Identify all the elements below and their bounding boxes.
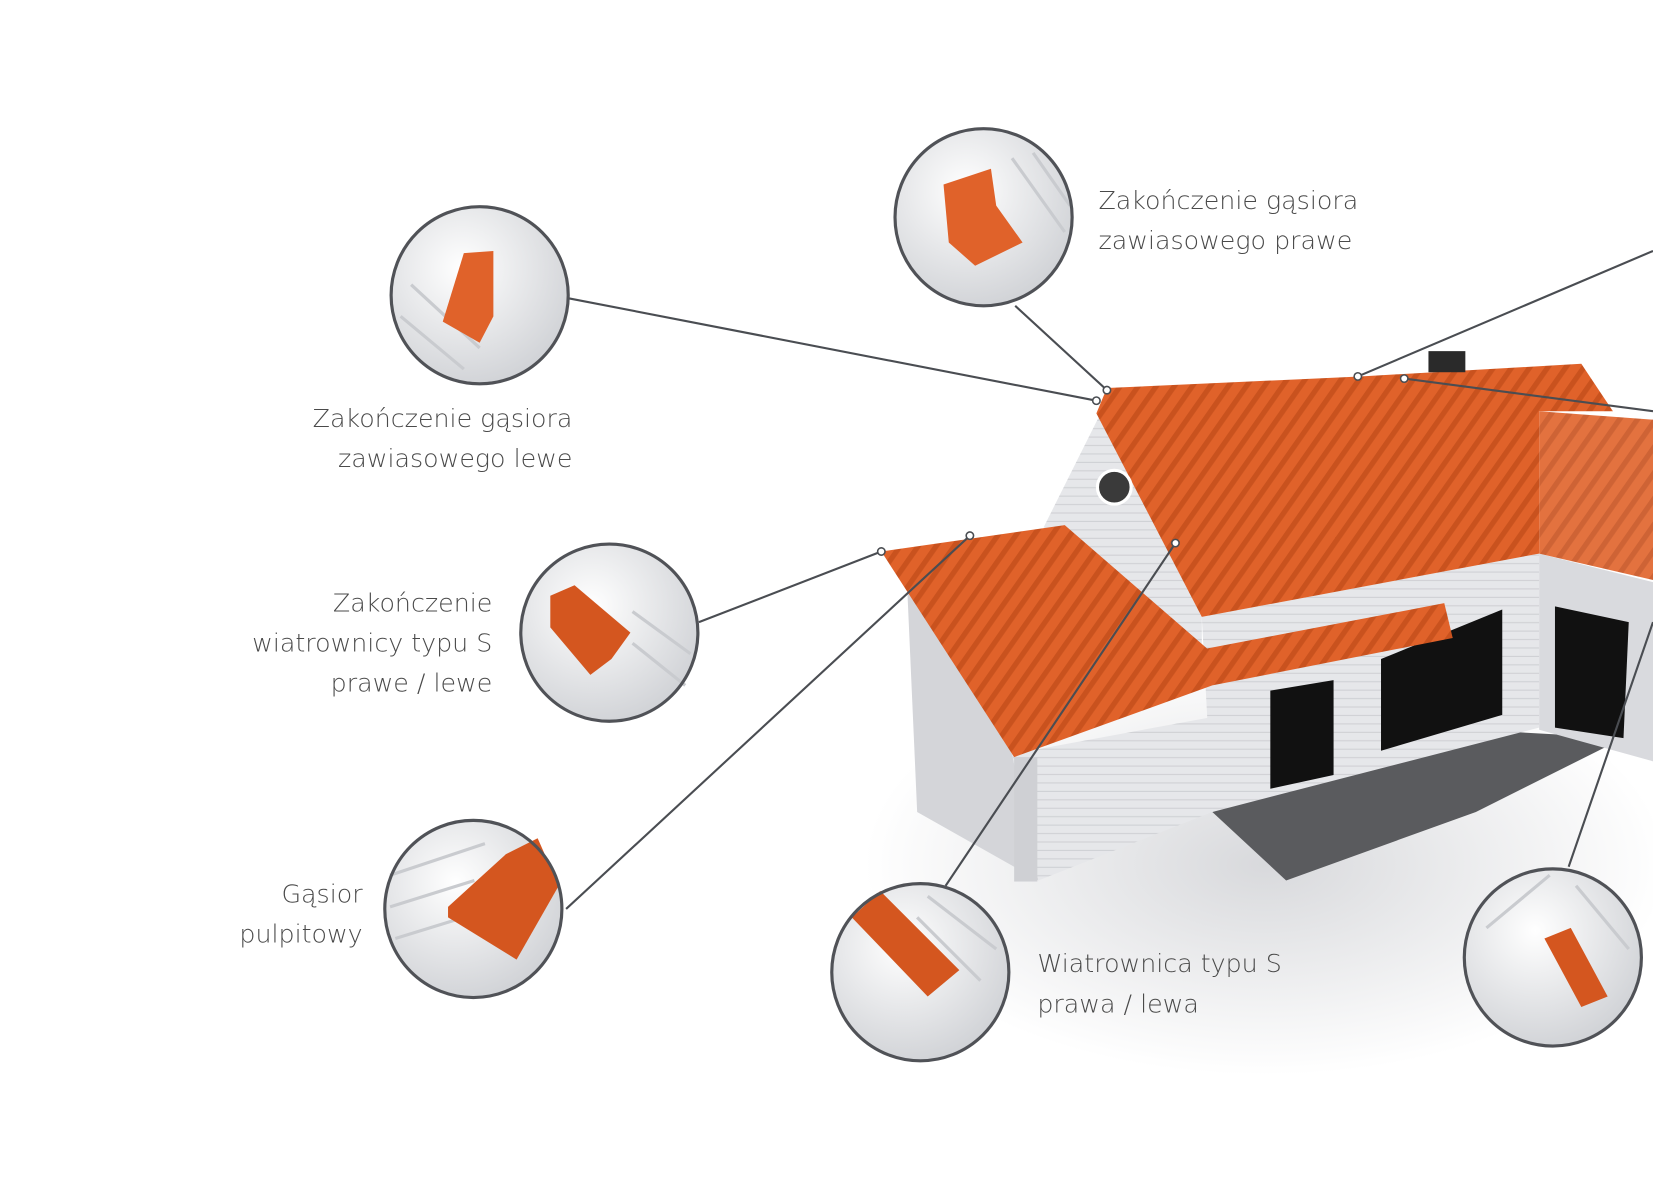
- monopitch-ridge-piece: [448, 838, 559, 960]
- ridge-cap-piece: [1544, 927, 1608, 1008]
- verge-s-piece: [851, 891, 960, 997]
- wing-window: [1554, 606, 1629, 739]
- wing-roof: [1539, 411, 1653, 580]
- leader-lines: [565, 249, 1653, 910]
- door-window: [1270, 680, 1334, 789]
- label-line: pulpitowy: [239, 920, 362, 949]
- anchor-dot: [1102, 385, 1112, 395]
- anchor-dot: [965, 531, 975, 541]
- extension-side-wall: [906, 574, 1039, 881]
- detail-verge-end: [519, 542, 700, 723]
- label-ridge-end-left: Zakończenie gąsiora zawiasowego lewe: [313, 404, 573, 473]
- anchor-dot: [1353, 371, 1363, 381]
- leader-line: [944, 542, 1177, 887]
- lean-to-roof: [881, 525, 1453, 758]
- anchor-dot: [1170, 538, 1180, 548]
- detail-ridge-end-right: [893, 127, 1074, 308]
- label-ridge-end-right: Zakończenie gąsiora zawiasowego prawe: [1098, 186, 1358, 255]
- post: [1014, 757, 1038, 882]
- leader-line: [565, 534, 971, 910]
- label-line: prawe / lewe: [331, 669, 493, 698]
- label-line: Gąsior: [281, 880, 363, 909]
- label-line: prawa / lewa: [1037, 989, 1199, 1018]
- ridge-end-piece: [442, 250, 494, 343]
- label-monopitch-ridge: Gąsior pulpitowy: [239, 880, 363, 949]
- leader-line: [1014, 305, 1108, 391]
- main-roof: [1096, 363, 1613, 617]
- label-verge-end: Zakończenie wiatrownicy typu S prawe / l…: [252, 589, 492, 698]
- label-line: zawiasowego prawe: [1098, 226, 1352, 255]
- leader-line: [1357, 249, 1653, 378]
- round-window: [1095, 468, 1133, 506]
- leader-line: [569, 297, 1097, 402]
- label-line: Zakończenie: [333, 589, 492, 618]
- ridge-end-piece: [943, 168, 1023, 266]
- leader-line: [1404, 377, 1653, 413]
- label-line: Wiatrownica typu S: [1037, 949, 1281, 978]
- detail-ridge-end-left: [389, 205, 570, 386]
- detail-monopitch-ridge: [383, 818, 564, 1000]
- label-line: wiatrownicy typu S: [252, 629, 492, 658]
- anchor-dot: [1399, 374, 1409, 384]
- detail-ridge-cap: [1462, 867, 1643, 1048]
- label-line: Zakończenie gąsiora: [1098, 186, 1358, 215]
- label-line: zawiasowego lewe: [338, 444, 572, 473]
- detail-verge-s: [830, 882, 1011, 1063]
- leader-line: [1567, 621, 1653, 868]
- terrace: [1212, 727, 1624, 881]
- large-window: [1381, 609, 1503, 751]
- extension-front-wall: [1012, 717, 1213, 881]
- label-line: Zakończenie gąsiora: [313, 404, 573, 433]
- leader-line: [698, 550, 882, 624]
- anchor-dot: [1091, 396, 1101, 406]
- anchor-dot: [876, 547, 886, 556]
- chimney: [1428, 351, 1466, 373]
- gable-wall: [1043, 411, 1202, 646]
- house-illustration: [864, 351, 1653, 1076]
- verge-end-piece: [550, 585, 631, 675]
- label-verge-s: Wiatrownica typu S prawa / lewa: [1037, 949, 1281, 1018]
